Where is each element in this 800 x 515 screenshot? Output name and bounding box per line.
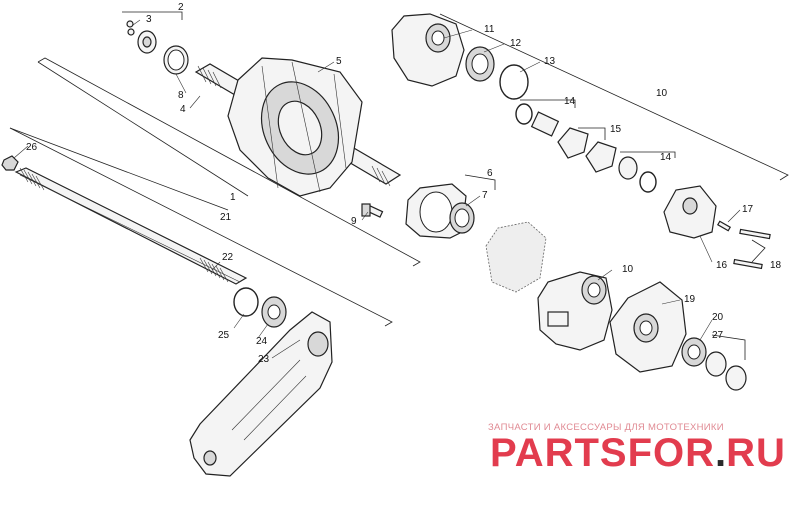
callout-13: 13 bbox=[544, 56, 556, 67]
callout-15: 15 bbox=[610, 124, 622, 135]
sprocket-plate-19 bbox=[609, 281, 687, 373]
spacer-20 bbox=[681, 337, 707, 367]
seal-2-3 bbox=[126, 20, 157, 54]
callout-14-upper: 14 bbox=[564, 96, 576, 107]
watermark-brand-tld: RU bbox=[726, 431, 786, 475]
ring-8 bbox=[163, 45, 189, 75]
callout-labels: 1 2 3 4 5 6 7 8 9 10 10 11 12 13 14 14 1… bbox=[26, 2, 782, 365]
chaincase-arm-23 bbox=[189, 311, 333, 477]
housing-10-upper bbox=[391, 13, 465, 87]
callout-23: 23 bbox=[258, 354, 270, 365]
callout-10-upper: 10 bbox=[656, 88, 668, 99]
ring-25 bbox=[233, 287, 259, 317]
callout-22: 22 bbox=[222, 252, 234, 263]
callout-4: 4 bbox=[180, 104, 186, 115]
leader-lines bbox=[13, 19, 741, 359]
housing-10-lower bbox=[537, 271, 613, 351]
callout-7: 7 bbox=[482, 190, 488, 201]
callout-1: 1 bbox=[230, 192, 236, 203]
washers-27 bbox=[705, 351, 747, 391]
watermark-tagline: ЗАПЧАСТИ И АКСЕССУАРЫ ДЛЯ МОТОТЕХНИКИ bbox=[488, 422, 724, 433]
callout-16: 16 bbox=[716, 260, 728, 271]
bearing-12 bbox=[465, 46, 495, 82]
callout-20: 20 bbox=[712, 312, 724, 323]
callout-12: 12 bbox=[510, 38, 522, 49]
watermark-logo: ЗАПЧАСТИ И АКСЕССУАРЫ ДЛЯ МОТОТЕХНИКИ PA… bbox=[488, 422, 786, 475]
ring-13 bbox=[499, 64, 529, 100]
callout-9: 9 bbox=[351, 216, 357, 227]
callout-8: 8 bbox=[178, 90, 184, 101]
bushings-14 bbox=[515, 103, 657, 193]
seal-7 bbox=[449, 202, 475, 234]
bearing-24 bbox=[261, 296, 287, 328]
callout-2: 2 bbox=[178, 2, 184, 13]
callout-10-lower: 10 bbox=[622, 264, 634, 275]
callout-26: 26 bbox=[26, 142, 38, 153]
callout-6: 6 bbox=[487, 168, 493, 179]
bracket-16 bbox=[663, 185, 717, 239]
callout-25: 25 bbox=[218, 330, 230, 341]
plates-15 bbox=[557, 127, 617, 173]
callout-17: 17 bbox=[742, 204, 754, 215]
gasket bbox=[485, 221, 547, 293]
bolt-9 bbox=[361, 203, 384, 218]
callout-14-lower: 14 bbox=[660, 152, 672, 163]
callout-11: 11 bbox=[484, 24, 495, 35]
callout-27: 27 bbox=[712, 330, 724, 341]
callout-3: 3 bbox=[146, 14, 152, 25]
callout-24: 24 bbox=[256, 336, 268, 347]
assembly-bracket-lines bbox=[9, 11, 789, 360]
drive-sprocket-5 bbox=[227, 57, 363, 197]
watermark-brand-main: PARTSFOR bbox=[490, 431, 715, 475]
bolts-18 bbox=[733, 228, 771, 270]
callout-19: 19 bbox=[684, 294, 696, 305]
callout-21: 21 bbox=[220, 212, 232, 223]
watermark-brand: PARTSFOR.RU bbox=[490, 431, 786, 475]
pin-17 bbox=[716, 220, 732, 232]
jackshaft-21 bbox=[1, 155, 248, 285]
callout-5: 5 bbox=[336, 56, 342, 67]
watermark-brand-dot: . bbox=[715, 431, 726, 475]
callout-18: 18 bbox=[770, 260, 782, 271]
